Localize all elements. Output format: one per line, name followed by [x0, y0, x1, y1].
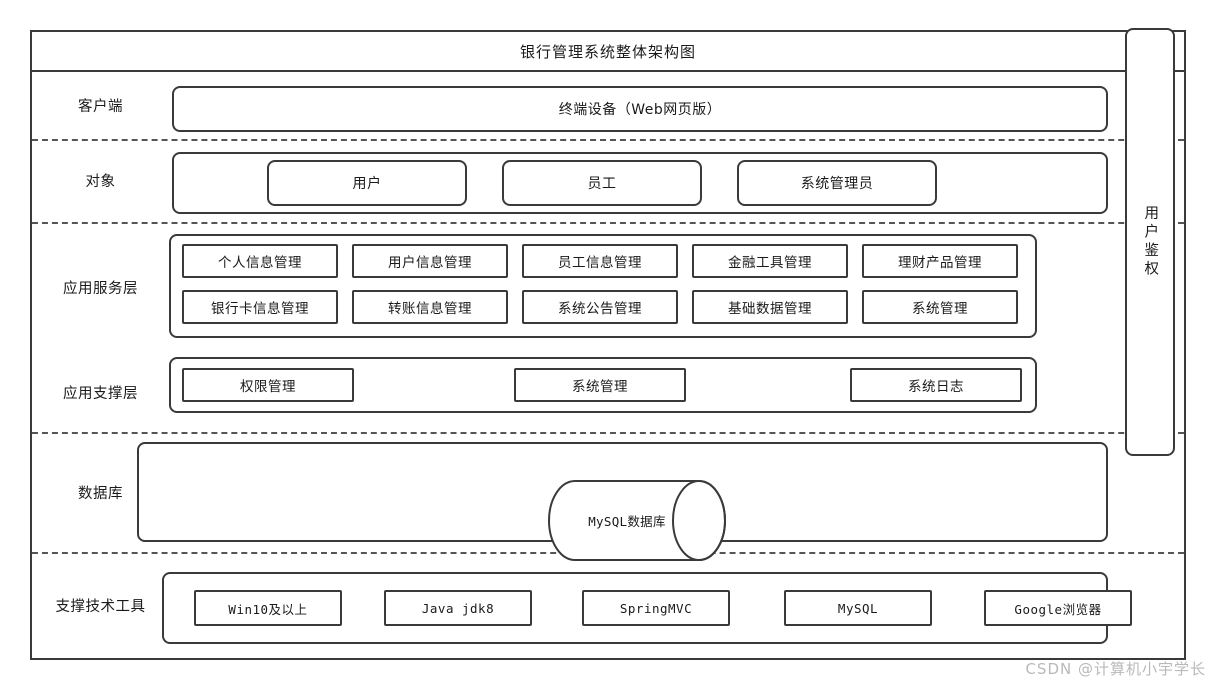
service-item-system-admin[interactable]: 系统管理 — [862, 290, 1018, 324]
support-item-system-admin-label: 系统管理 — [572, 379, 628, 395]
object-admin-label: 系统管理员 — [800, 176, 874, 192]
service-item-announcement[interactable]: 系统公告管理 — [522, 290, 678, 324]
row-label-support: 应用支撑层 — [32, 352, 169, 432]
client-terminal-label: 终端设备（Web网页版） — [558, 102, 722, 118]
tech-item-win10-label: Win10及以上 — [228, 601, 308, 617]
service-item-system-admin-label: 系统管理 — [912, 301, 968, 317]
row-label-database-text: 数据库 — [78, 485, 123, 502]
service-item-user-info-label: 用户信息管理 — [388, 255, 472, 271]
object-user-box[interactable]: 用户 — [267, 160, 467, 206]
row-label-service: 应用服务层 — [32, 222, 169, 352]
tech-item-mysql-label: MySQL — [837, 600, 879, 616]
tech-item-java-jdk8[interactable]: Java jdk8 — [384, 590, 532, 626]
diagram-title-bar: 银行管理系统整体架构图 — [32, 32, 1184, 72]
row-label-database: 数据库 — [32, 432, 169, 552]
service-item-wealth-products-label: 理财产品管理 — [898, 255, 982, 271]
database-cylinder[interactable]: MySQL数据库 — [547, 479, 729, 562]
service-item-transfer-info-label: 转账信息管理 — [388, 301, 472, 317]
row-label-tech-text: 支撑技术工具 — [55, 598, 146, 615]
service-item-staff-info[interactable]: 员工信息管理 — [522, 244, 678, 278]
user-auth-panel[interactable]: 用户鉴权 — [1125, 28, 1175, 456]
support-item-permission[interactable]: 权限管理 — [182, 368, 354, 402]
separator-support-database — [32, 432, 1184, 434]
service-item-basic-data-label: 基础数据管理 — [728, 301, 812, 317]
support-item-system-log[interactable]: 系统日志 — [850, 368, 1022, 402]
object-staff-label: 员工 — [587, 176, 617, 192]
service-item-bankcard-info[interactable]: 银行卡信息管理 — [182, 290, 338, 324]
service-item-transfer-info[interactable]: 转账信息管理 — [352, 290, 508, 324]
tech-item-springmvc-label: SpringMVC — [619, 600, 693, 616]
row-label-support-text: 应用支撑层 — [63, 385, 138, 402]
row-label-object: 对象 — [32, 139, 169, 222]
support-item-permission-label: 权限管理 — [240, 379, 296, 395]
tech-item-mysql[interactable]: MySQL — [784, 590, 932, 626]
architecture-diagram-frame: 银行管理系统整体架构图 客户端 对象 应用服务层 应用支撑层 数据库 支撑技术工… — [30, 30, 1186, 660]
row-label-object-text: 对象 — [85, 174, 116, 190]
user-auth-panel-label: 用户鉴权 — [1142, 205, 1159, 279]
separator-object-service — [32, 222, 1184, 224]
client-terminal-box[interactable]: 终端设备（Web网页版） — [172, 86, 1108, 132]
row-label-service-text: 应用服务层 — [63, 280, 138, 297]
service-item-personal-info-label: 个人信息管理 — [218, 255, 302, 271]
support-item-system-log-label: 系统日志 — [908, 379, 964, 395]
database-cylinder-icon — [548, 480, 726, 561]
database-cylinder-label: MySQL数据库 — [588, 514, 666, 529]
object-user-label: 用户 — [352, 176, 382, 192]
service-item-financial-tools[interactable]: 金融工具管理 — [692, 244, 848, 278]
row-label-client: 客户端 — [32, 72, 169, 139]
service-item-user-info[interactable]: 用户信息管理 — [352, 244, 508, 278]
watermark: CSDN @计算机小宇学长 — [1025, 660, 1206, 678]
tech-item-java-jdk8-label: Java jdk8 — [421, 600, 495, 616]
service-item-announcement-label: 系统公告管理 — [558, 301, 642, 317]
tech-item-google-browser[interactable]: Google浏览器 — [984, 590, 1132, 626]
tech-item-win10[interactable]: Win10及以上 — [194, 590, 342, 626]
service-item-basic-data[interactable]: 基础数据管理 — [692, 290, 848, 324]
row-label-tech: 支撑技术工具 — [32, 552, 169, 658]
object-staff-box[interactable]: 员工 — [502, 160, 702, 206]
service-item-wealth-products[interactable]: 理财产品管理 — [862, 244, 1018, 278]
service-item-financial-tools-label: 金融工具管理 — [728, 255, 812, 271]
diagram-title: 银行管理系统整体架构图 — [519, 42, 696, 61]
support-item-system-admin[interactable]: 系统管理 — [514, 368, 686, 402]
service-item-personal-info[interactable]: 个人信息管理 — [182, 244, 338, 278]
service-item-staff-info-label: 员工信息管理 — [558, 255, 642, 271]
tech-item-springmvc[interactable]: SpringMVC — [582, 590, 730, 626]
object-admin-box[interactable]: 系统管理员 — [737, 160, 937, 206]
row-label-client-text: 客户端 — [78, 99, 123, 115]
service-item-bankcard-info-label: 银行卡信息管理 — [211, 301, 309, 317]
tech-item-google-browser-label: Google浏览器 — [1014, 601, 1102, 617]
separator-client-object — [32, 139, 1184, 141]
